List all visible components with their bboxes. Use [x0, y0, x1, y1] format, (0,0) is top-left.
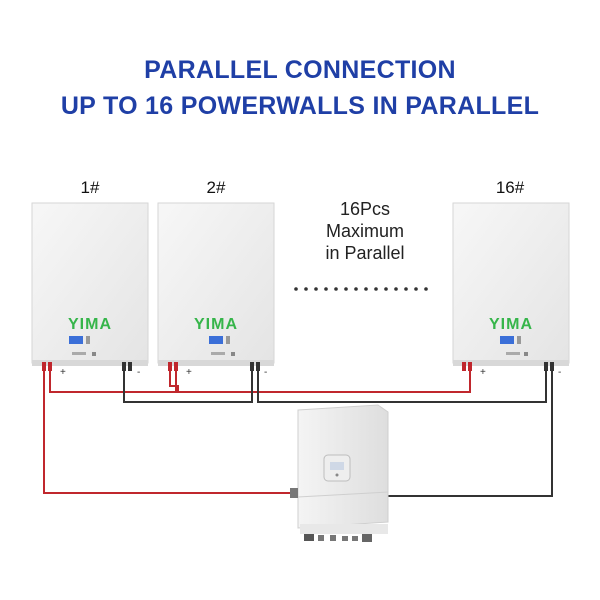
battery-2-negative-terminal — [256, 362, 260, 371]
battery-2: YIMA + - — [157, 202, 275, 378]
battery-16-number: 16# — [495, 178, 525, 197]
note-line-2: Maximum — [325, 221, 404, 241]
note-line-1: 16Pcs — [339, 199, 391, 219]
ellipsis-dots — [294, 287, 428, 291]
battery-16-plus-label: + — [480, 367, 486, 378]
positive-wires — [43, 371, 471, 494]
battery-16-display — [500, 336, 514, 344]
battery-1-positive-terminal — [42, 362, 46, 371]
battery-16-brand: YIMA — [489, 316, 533, 333]
battery-1-minus-label: - — [137, 367, 140, 378]
battery-16: YIMA + - — [452, 202, 570, 378]
battery-1-plus-label: + — [60, 367, 66, 378]
battery-2-brand: YIMA — [194, 316, 238, 333]
battery-1-negative-terminal — [128, 362, 132, 371]
battery-1-brand: YIMA — [68, 316, 112, 333]
battery-2-plus-label: + — [186, 367, 192, 378]
battery-16-positive-terminal — [462, 362, 466, 371]
battery-1-display — [69, 336, 83, 344]
title-line-2: UP TO 16 POWERWALLS IN PARALLEL — [60, 92, 540, 120]
title-line-1: PARALLEL CONNECTION — [144, 56, 456, 84]
inverter — [290, 404, 389, 542]
battery-16-negative-terminal — [550, 362, 554, 371]
battery-1: YIMA + - — [31, 202, 149, 378]
battery-16-minus-label: - — [558, 367, 561, 378]
negative-wires — [123, 371, 553, 497]
battery-1-number: 1# — [80, 178, 100, 197]
battery-2-number: 2# — [206, 178, 226, 197]
battery-2-positive-terminal — [168, 362, 172, 371]
battery-2-display — [209, 336, 223, 344]
battery-2-minus-label: - — [264, 367, 267, 378]
note-line-3: in Parallel — [325, 243, 405, 263]
parallel-note: 16Pcs Maximum in Parallel — [300, 198, 430, 264]
